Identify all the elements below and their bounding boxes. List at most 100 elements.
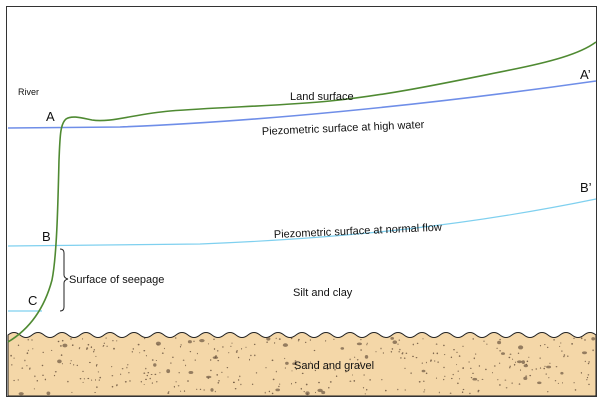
sand-grain — [483, 340, 485, 343]
sand-grain — [180, 344, 182, 346]
sand-grain — [363, 374, 365, 376]
sand-grain — [539, 345, 542, 347]
sand-grain — [228, 352, 230, 354]
sand-grain — [352, 374, 353, 376]
sand-grain — [329, 381, 332, 383]
sand-grain — [349, 380, 352, 382]
sand-grain — [111, 366, 113, 368]
sand-grain — [145, 367, 147, 370]
sand-grain — [444, 375, 446, 377]
sand-grain — [241, 348, 243, 350]
sand-grain — [207, 377, 209, 379]
sand-grain — [580, 372, 583, 374]
sand-grain — [513, 363, 516, 366]
gravel-pebble — [292, 362, 297, 366]
sand-grain — [203, 389, 206, 391]
silt-clay-label: Silt and clay — [293, 287, 353, 299]
point-a-prime-label: A’ — [580, 67, 591, 82]
sand-grain — [472, 338, 474, 340]
gravel-pebble — [546, 365, 552, 369]
gravel-pebble — [523, 376, 528, 380]
sand-grain — [499, 362, 501, 364]
sand-grain — [140, 380, 142, 383]
sand-grain — [539, 367, 542, 369]
sand-grain — [57, 340, 60, 342]
sand-grain — [82, 370, 84, 373]
sand-grain — [97, 371, 99, 373]
sand-grain — [183, 390, 186, 392]
sand-grain — [418, 381, 421, 383]
sand-grain — [517, 352, 520, 354]
sand-grain — [230, 345, 232, 347]
sand-grain — [196, 388, 198, 390]
sand-grain — [432, 352, 435, 355]
gravel-pebble — [421, 369, 426, 373]
sand-grain — [410, 372, 412, 375]
gravel-pebble — [62, 343, 68, 348]
sand-grain — [334, 369, 336, 371]
sand-grain — [185, 364, 187, 367]
sand-grain — [587, 362, 590, 365]
sand-grain — [214, 356, 217, 359]
sand-grain — [17, 344, 20, 347]
gravel-pebble — [321, 390, 326, 395]
sand-grain — [42, 351, 44, 354]
sand-grain — [233, 381, 235, 384]
gravel-pebble — [582, 351, 587, 355]
gravel-pebble — [275, 388, 281, 392]
sand-grain — [143, 384, 145, 385]
sand-grain — [571, 343, 573, 345]
sand-grain — [199, 388, 202, 390]
sand-grain — [325, 340, 327, 342]
sand-grain — [391, 348, 394, 350]
sand-grain — [174, 337, 177, 339]
sand-grain — [177, 385, 180, 387]
sand-grain — [82, 381, 84, 383]
sand-grain — [147, 372, 150, 374]
sand-grain — [54, 371, 57, 373]
sand-grain — [265, 367, 267, 369]
gravel-pebble — [187, 340, 192, 344]
sand-grain — [217, 360, 219, 362]
sand-grain — [559, 345, 561, 347]
sand-grain — [129, 380, 131, 382]
sand-grain — [443, 366, 445, 369]
sand-grain — [113, 347, 115, 350]
sand-grain — [13, 379, 15, 382]
sand-grain — [53, 374, 56, 377]
sand-grain — [366, 388, 368, 391]
sand-grain — [76, 364, 79, 367]
gravel-pebble — [392, 340, 398, 345]
sand-grain — [82, 338, 84, 340]
sand-grain — [214, 390, 216, 393]
sand-grain — [193, 340, 195, 343]
gravel-pebble — [266, 337, 271, 341]
sand-grain — [210, 359, 212, 361]
sand-grain — [116, 385, 118, 387]
sand-grain — [560, 342, 562, 344]
gravel-pebble — [497, 340, 502, 345]
piezometric-normal-flow-line — [7, 198, 597, 247]
sand-grain — [221, 371, 223, 373]
sand-grain — [87, 343, 90, 346]
sand-grain — [251, 383, 254, 385]
sand-grain — [102, 345, 105, 346]
sand-grain — [567, 355, 569, 357]
sand-grain — [275, 337, 277, 339]
sand-grain — [145, 378, 147, 381]
sand-grain — [272, 378, 275, 381]
sand-grain — [240, 383, 242, 386]
sand-grain — [217, 382, 220, 384]
sand-grain — [458, 355, 461, 357]
sand-grain — [543, 367, 545, 370]
sand-grain — [382, 352, 384, 354]
sand-grain — [189, 351, 192, 353]
sand-grain — [237, 356, 240, 359]
sand-grain — [60, 354, 63, 356]
sand-grain — [364, 393, 366, 395]
piezo-high-label: Piezometric surface at high water — [262, 119, 425, 138]
sand-grain — [172, 356, 174, 358]
sand-grain — [545, 373, 547, 375]
gravel-pebble — [57, 359, 62, 364]
sand-grain — [157, 344, 159, 346]
